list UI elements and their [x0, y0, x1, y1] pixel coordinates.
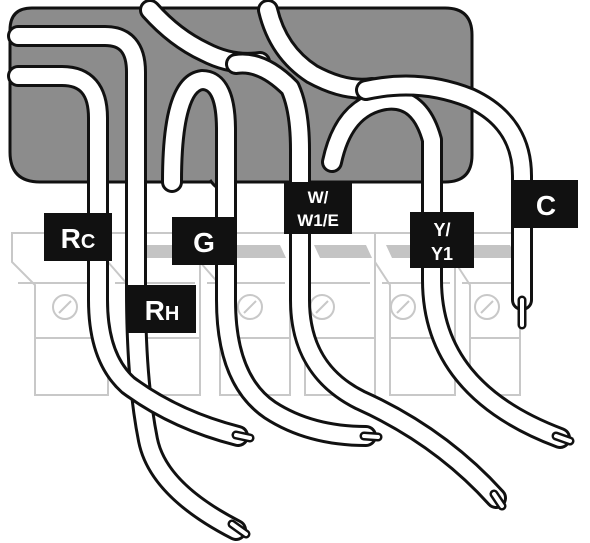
- wire-g: [161, 69, 383, 447]
- label-y: Y/ Y1: [410, 212, 474, 268]
- label-c: C: [514, 180, 578, 228]
- label-w-line2: W1/E: [297, 211, 339, 230]
- label-rh-main: R: [145, 295, 165, 326]
- label-rc: RC: [44, 213, 112, 261]
- wire-c: [355, 74, 533, 330]
- svg-text:RH: RH: [145, 295, 180, 326]
- label-rh: RH: [128, 285, 196, 333]
- label-rh-sub: H: [165, 303, 179, 325]
- label-y-line2: Y1: [431, 244, 453, 264]
- wire-rc: [7, 65, 255, 447]
- label-y-line1: Y/: [433, 220, 450, 240]
- label-w: W/ W1/E: [284, 182, 352, 234]
- label-rc-sub: C: [81, 231, 95, 253]
- label-g: G: [172, 217, 236, 265]
- label-rc-main: R: [61, 223, 81, 254]
- wire-top-right: [257, 0, 383, 100]
- label-w-line1: W/: [308, 188, 329, 207]
- label-g-text: G: [193, 227, 215, 258]
- wire-w: [225, 52, 507, 511]
- wires: [7, 0, 575, 541]
- label-c-text: C: [536, 190, 556, 221]
- svg-text:RC: RC: [61, 223, 96, 254]
- wire-y: [321, 88, 575, 449]
